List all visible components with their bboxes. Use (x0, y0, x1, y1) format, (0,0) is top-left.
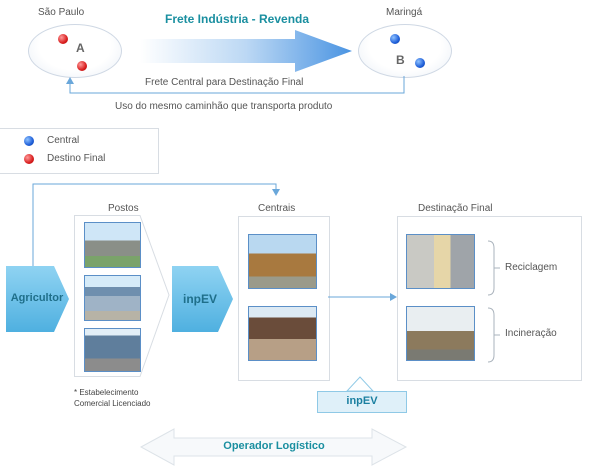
inpev-label: inpEV (182, 292, 217, 306)
city-b-letter: B (396, 53, 405, 67)
posto-photo-2 (84, 275, 141, 321)
centrais-title: Centrais (258, 203, 296, 214)
destino-final-icon (24, 154, 34, 164)
return-line (66, 76, 405, 94)
city-a-label: São Paulo (38, 7, 85, 18)
posto-photo-1 (84, 222, 141, 268)
legend: Central Destino Final (0, 128, 159, 174)
central-icon (24, 136, 34, 146)
incineracao-photo (406, 306, 475, 361)
legend-central-label: Central (47, 135, 80, 146)
footnote-line-1: * Estabelecimento (74, 388, 139, 397)
centrais-to-destinacao-arrow (328, 293, 397, 301)
footnote: * Estabelecimento Comercial Licenciado (74, 387, 150, 409)
operador-logistico-arrow (140, 428, 408, 466)
agricultor-shape (6, 266, 69, 332)
return-label: Frete Central para Destinação Final (145, 77, 304, 88)
central-photo-1 (248, 234, 317, 289)
inpev-bottom-box (317, 391, 407, 413)
inpev-shape (172, 266, 233, 332)
central-photo-2 (248, 306, 317, 361)
frete-arrow (140, 30, 352, 72)
city-b-label: Maringá (386, 7, 423, 18)
reciclagem-label: Reciclagem (505, 262, 558, 273)
city-a-ellipse: A (28, 24, 122, 78)
frete-title: Frete Indústria - Revenda (165, 12, 310, 26)
operador-logistico-label: Operador Logístico (223, 440, 325, 452)
central-dot (390, 34, 400, 44)
agricultor-to-centrais-line (32, 183, 280, 268)
footnote-line-2: Comercial Licenciado (74, 399, 151, 408)
inpev-bottom-label: inpEV (346, 395, 378, 407)
city-b-ellipse: B (358, 24, 452, 78)
incineracao-label: Incineração (505, 328, 557, 339)
inpev-bottom-arrow (346, 376, 374, 392)
destino-final-dot (77, 61, 87, 71)
city-a-letter: A (76, 41, 85, 55)
agricultor-label: Agricultor (10, 292, 64, 304)
destinacao-title: Destinação Final (418, 203, 493, 214)
incineracao-bracket (487, 307, 500, 363)
posto-photo-3 (84, 328, 141, 372)
reciclagem-bracket (487, 240, 500, 296)
return-sublabel: Uso do mesmo caminhão que transporta pro… (115, 101, 333, 112)
central-dot (415, 58, 425, 68)
legend-destino-label: Destino Final (47, 153, 106, 164)
destino-final-dot (58, 34, 68, 44)
postos-title: Postos (108, 203, 139, 214)
reciclagem-photo (406, 234, 475, 289)
